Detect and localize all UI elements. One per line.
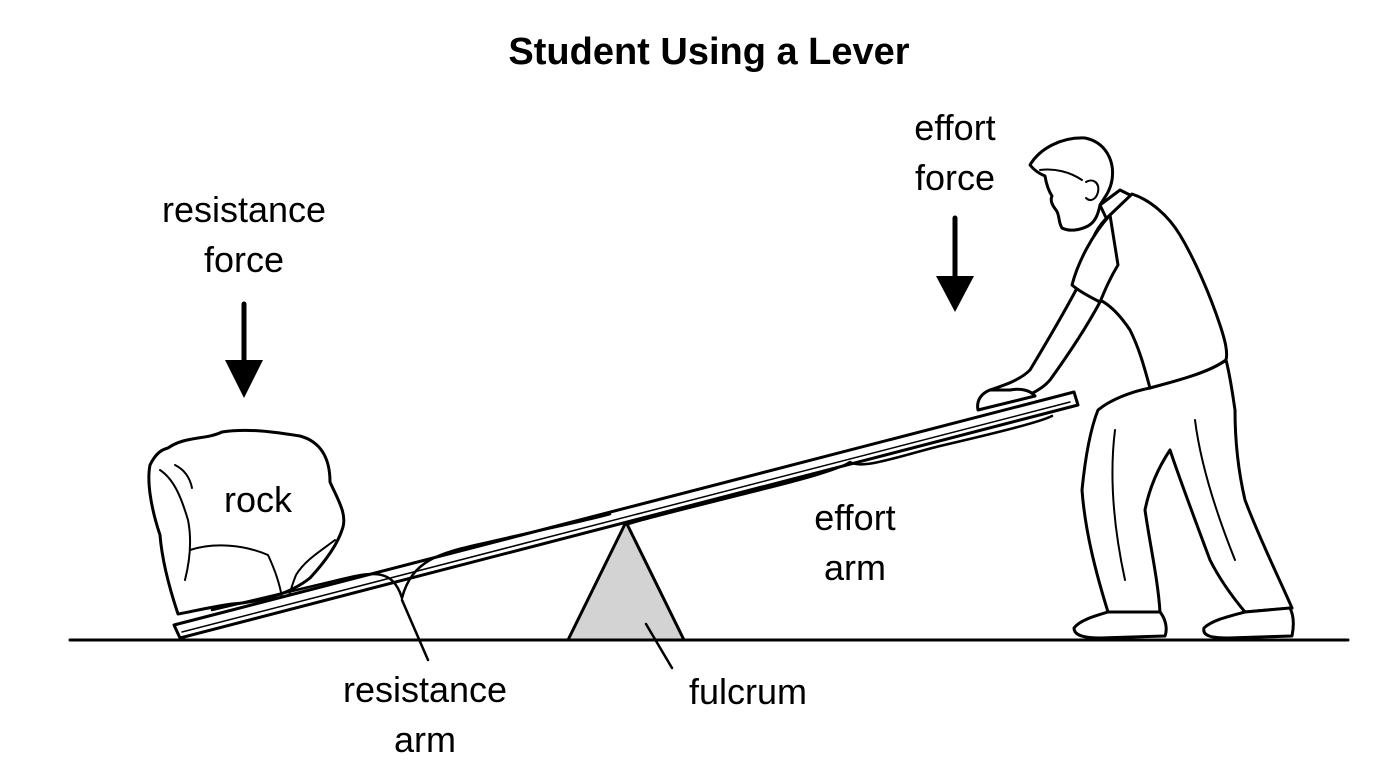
- rock: [147, 428, 346, 616]
- resistance-arm-label-line1: resistance: [343, 669, 507, 710]
- resistance-arm-label-line2: arm: [394, 719, 456, 760]
- resistance-force-label-line1: resistance: [162, 189, 326, 230]
- effort-arm-brace: [626, 414, 1054, 526]
- resistance-arm-brace: [210, 512, 612, 612]
- resistance-force-arrow: [225, 301, 263, 398]
- effort-force-label-line2: force: [915, 157, 995, 198]
- student-figure: [976, 136, 1295, 640]
- lever-board: [172, 390, 1080, 640]
- rock-label: rock: [224, 479, 293, 520]
- effort-arm-label-line2: arm: [824, 547, 886, 588]
- fulcrum-triangle: [566, 520, 686, 642]
- fulcrum-label: fulcrum: [689, 671, 807, 712]
- resistance-arm-leader: [400, 598, 430, 662]
- resistance-force-label-line2: force: [204, 239, 284, 280]
- fulcrum-leader: [644, 622, 674, 670]
- effort-arm-label-line1: effort: [814, 497, 895, 538]
- effort-force-arrow: [936, 215, 974, 312]
- effort-force-label-line1: effort: [914, 107, 995, 148]
- diagram-title: Student Using a Lever: [508, 31, 909, 73]
